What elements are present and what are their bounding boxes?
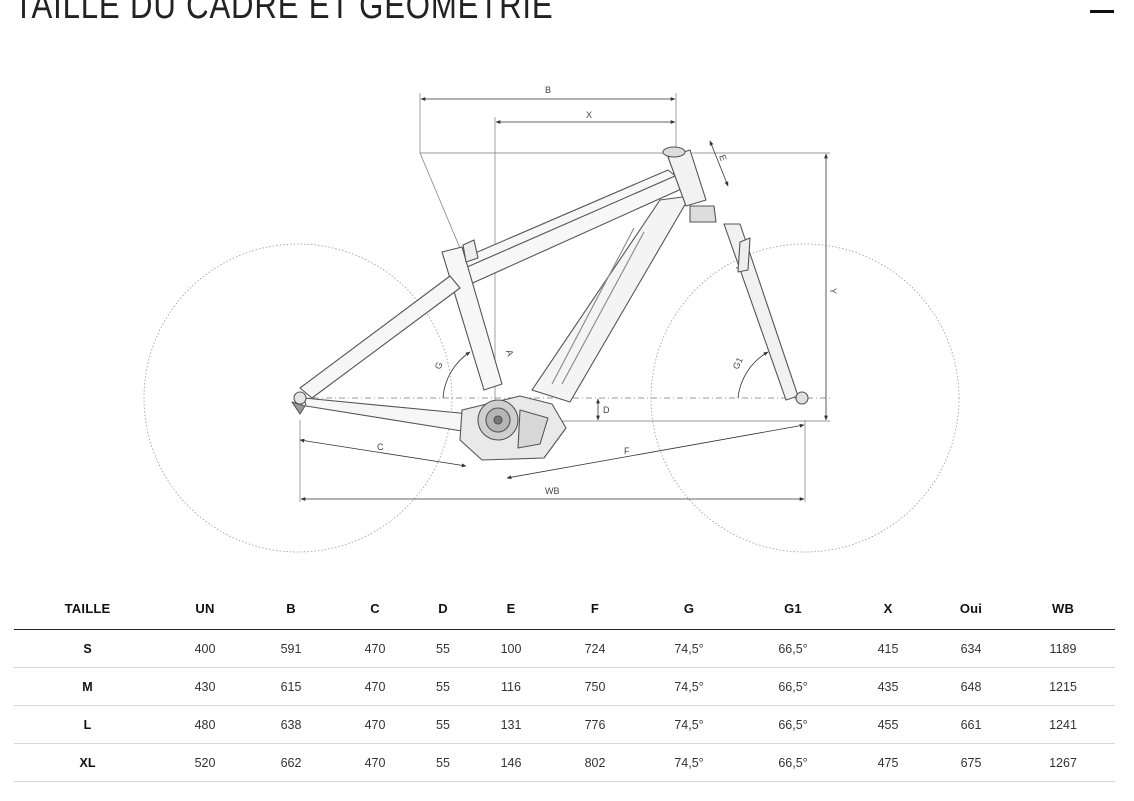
- table-cell: 648: [931, 667, 1011, 706]
- table-cell: 74,5°: [637, 705, 741, 744]
- table-cell: 470: [333, 667, 417, 706]
- dimension-lines: [299, 97, 828, 501]
- column-header: E: [469, 588, 553, 630]
- column-header: Oui: [931, 588, 1011, 630]
- page-title: TAILLE DU CADRE ET GÉOMÉTRIE: [14, 0, 554, 27]
- table-cell: 1189: [1011, 629, 1115, 668]
- table-cell: 802: [553, 743, 637, 782]
- label-d: D: [603, 405, 610, 415]
- table-cell: M: [14, 667, 161, 706]
- table-cell: 591: [249, 629, 333, 668]
- table-cell: 1215: [1011, 667, 1115, 706]
- dim-f: [506, 423, 805, 480]
- table-cell: 475: [845, 743, 931, 782]
- table-cell: 415: [845, 629, 931, 668]
- column-header: G1: [741, 588, 845, 630]
- table-row: L 480 638 470 55 131 776 74,5° 66,5° 455…: [14, 705, 1115, 744]
- column-header: UN: [161, 588, 249, 630]
- table-cell: 776: [553, 705, 637, 744]
- table-cell: 615: [249, 667, 333, 706]
- table-cell: 100: [469, 629, 553, 668]
- table-cell: 74,5°: [637, 743, 741, 782]
- table-cell: 1241: [1011, 705, 1115, 744]
- table-cell: 74,5°: [637, 667, 741, 706]
- label-wb: WB: [545, 486, 560, 496]
- column-header: X: [845, 588, 931, 630]
- label-a: A: [504, 349, 515, 358]
- table-cell: S: [14, 629, 161, 668]
- table-cell: 66,5°: [741, 743, 845, 782]
- angle-g1: [737, 351, 769, 399]
- table-cell: 146: [469, 743, 553, 782]
- table-cell: 480: [161, 705, 249, 744]
- angle-g: [442, 351, 471, 399]
- bike-frame: [291, 146, 809, 461]
- table-cell: 750: [553, 667, 637, 706]
- table-cell: 400: [161, 629, 249, 668]
- bike-geometry-diagram: B X E Y A G G1 D C F WB: [143, 85, 960, 553]
- table-cell: 661: [931, 705, 1011, 744]
- column-header: F: [553, 588, 637, 630]
- table-cell: 430: [161, 667, 249, 706]
- table-cell: 520: [161, 743, 249, 782]
- table-cell: 131: [469, 705, 553, 744]
- table-cell: 66,5°: [741, 705, 845, 744]
- label-b: B: [545, 85, 551, 95]
- table-cell: 55: [417, 705, 469, 744]
- label-y: Y: [828, 288, 838, 294]
- table-cell: 675: [931, 743, 1011, 782]
- geometry-table: TAILLE UN B C D E F G G1 X Oui WB S 400 …: [14, 588, 1115, 782]
- table-cell: L: [14, 705, 161, 744]
- dim-c: [299, 438, 467, 468]
- table-row: XL 520 662 470 55 146 802 74,5° 66,5° 47…: [14, 743, 1115, 782]
- column-header: TAILLE: [14, 588, 161, 630]
- table-row: M 430 615 470 55 116 750 74,5° 66,5° 435…: [14, 667, 1115, 706]
- label-x: X: [586, 110, 592, 120]
- table-cell: 116: [469, 667, 553, 706]
- table-row: S 400 591 470 55 100 724 74,5° 66,5° 415…: [14, 629, 1115, 668]
- column-header: B: [249, 588, 333, 630]
- table-cell: XL: [14, 743, 161, 782]
- minus-icon: [1090, 10, 1114, 13]
- table-cell: 55: [417, 743, 469, 782]
- label-g: G: [433, 360, 445, 371]
- label-f: F: [624, 446, 630, 456]
- table-cell: 55: [417, 629, 469, 668]
- label-c: C: [377, 442, 384, 452]
- table-cell: 470: [333, 743, 417, 782]
- table-cell: 55: [417, 667, 469, 706]
- table-header-row: TAILLE UN B C D E F G G1 X Oui WB: [14, 588, 1115, 630]
- column-header: C: [333, 588, 417, 630]
- table-cell: 470: [333, 629, 417, 668]
- table-cell: 662: [249, 743, 333, 782]
- label-g1: G1: [731, 356, 745, 371]
- dim-e: [709, 140, 729, 187]
- table-cell: 634: [931, 629, 1011, 668]
- column-header: G: [637, 588, 741, 630]
- table-cell: 74,5°: [637, 629, 741, 668]
- table-cell: 470: [333, 705, 417, 744]
- column-header: WB: [1011, 588, 1115, 630]
- table-cell: 1267: [1011, 743, 1115, 782]
- table-cell: 66,5°: [741, 629, 845, 668]
- table-cell: 638: [249, 705, 333, 744]
- label-e: E: [717, 153, 728, 162]
- table-cell: 435: [845, 667, 931, 706]
- column-header: D: [417, 588, 469, 630]
- table-cell: 455: [845, 705, 931, 744]
- collapse-button[interactable]: [1089, 0, 1115, 24]
- table-cell: 724: [553, 629, 637, 668]
- table-cell: 66,5°: [741, 667, 845, 706]
